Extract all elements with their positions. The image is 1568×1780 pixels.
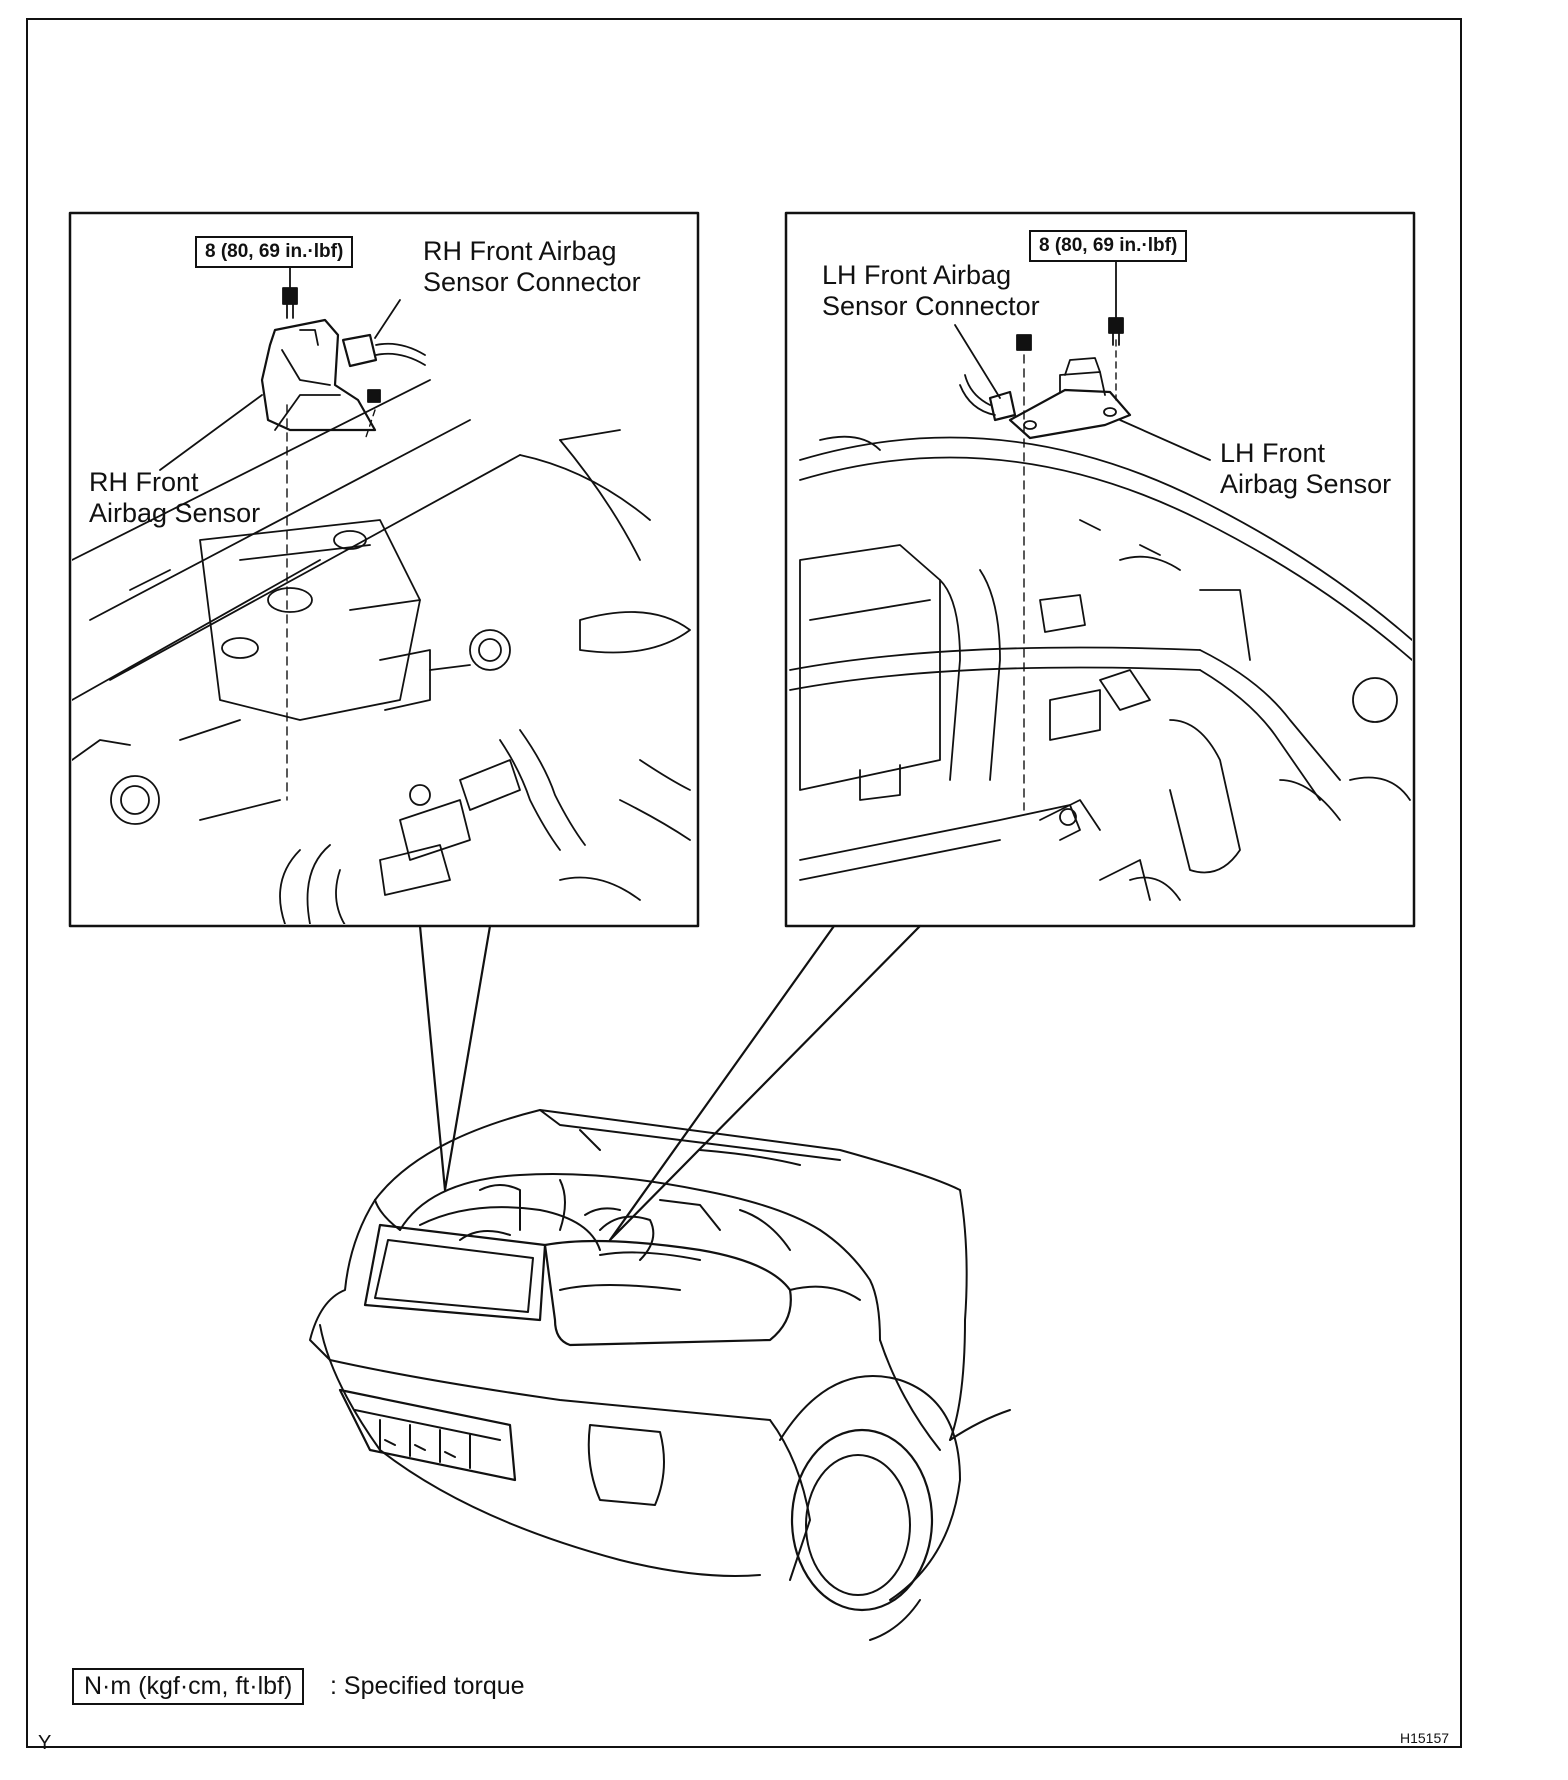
lh-detail-panel xyxy=(784,211,1416,928)
corner-mark: Y xyxy=(38,1732,52,1754)
figure-id: H15157 xyxy=(1400,1730,1450,1746)
callout-wedges xyxy=(418,924,922,1242)
rh-sensor-label: RH Front Airbag Sensor xyxy=(89,467,261,528)
rh-torque-spec: 8 (80, 69 in.·lbf) xyxy=(195,236,354,268)
rh-detail-panel xyxy=(68,211,700,928)
lh-torque-spec: 8 (80, 69 in.·lbf) xyxy=(1029,230,1188,262)
rh-connector-label: RH Front Airbag Sensor Connector xyxy=(423,236,641,297)
vehicle-front xyxy=(309,1109,1011,1641)
torque-legend-text: : Specified torque xyxy=(330,1672,525,1700)
lh-connector-label: LH Front Airbag Sensor Connector xyxy=(822,260,1040,321)
torque-unit-legend-box: N·m (kgf·cm, ft·lbf) xyxy=(72,1668,305,1705)
lh-sensor-label: LH Front Airbag Sensor xyxy=(1220,438,1392,499)
figure-frame xyxy=(26,18,1462,1748)
